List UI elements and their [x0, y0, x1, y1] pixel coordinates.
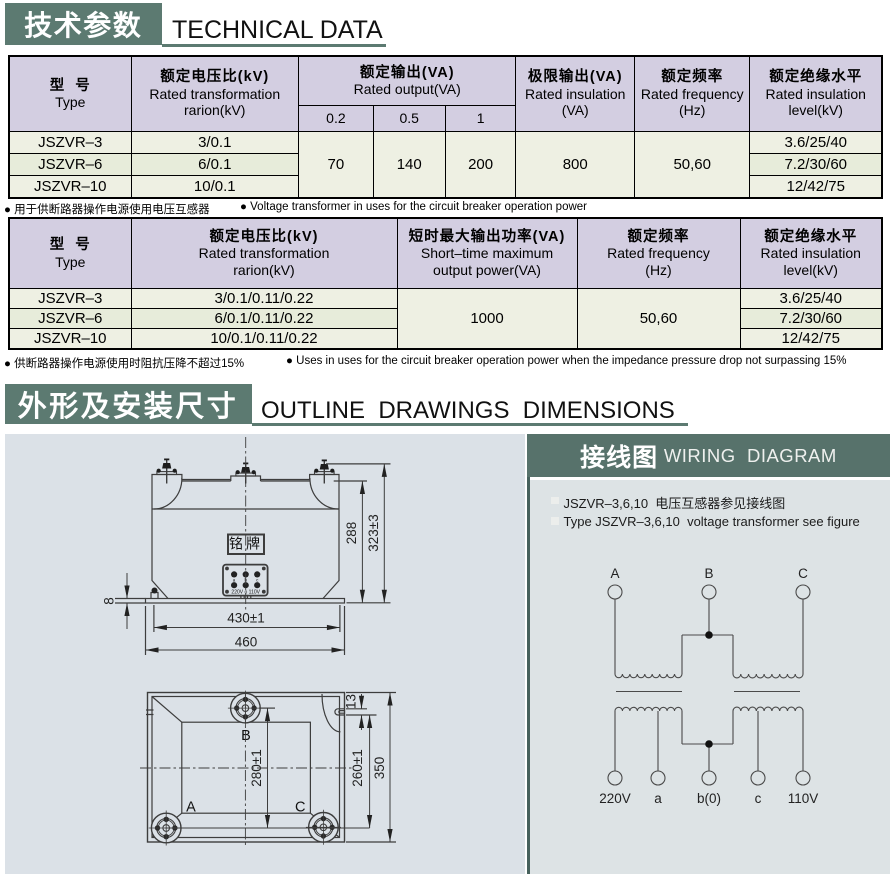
- svg-text:B: B: [704, 566, 713, 581]
- svg-text:A: A: [610, 566, 619, 581]
- svg-text:288: 288: [344, 522, 359, 545]
- svg-text:8: 8: [102, 597, 117, 605]
- svg-text:c: c: [755, 791, 762, 806]
- svg-text:13: 13: [344, 694, 359, 709]
- svg-text:C: C: [798, 566, 808, 581]
- svg-text:A: A: [186, 800, 196, 816]
- svg-text:b(0): b(0): [697, 791, 721, 806]
- svg-text:a: a: [233, 578, 236, 583]
- svg-text:280±1: 280±1: [249, 749, 264, 786]
- svg-text:C: C: [295, 800, 305, 816]
- svg-text:220V o 110V: 220V o 110V: [231, 590, 260, 596]
- svg-text:B: B: [241, 728, 251, 744]
- svg-text:a: a: [654, 791, 662, 806]
- svg-text:350: 350: [372, 757, 387, 780]
- svg-text:460: 460: [235, 635, 258, 650]
- svg-text:110V: 110V: [788, 791, 819, 806]
- svg-text:220V: 220V: [599, 791, 631, 806]
- svg-text:323±3: 323±3: [366, 514, 381, 551]
- svg-text:260±1: 260±1: [350, 749, 365, 786]
- svg-text:c: c: [256, 578, 259, 583]
- svg-text:铭牌: 铭牌: [229, 536, 263, 552]
- svg-text:430±1: 430±1: [227, 611, 264, 626]
